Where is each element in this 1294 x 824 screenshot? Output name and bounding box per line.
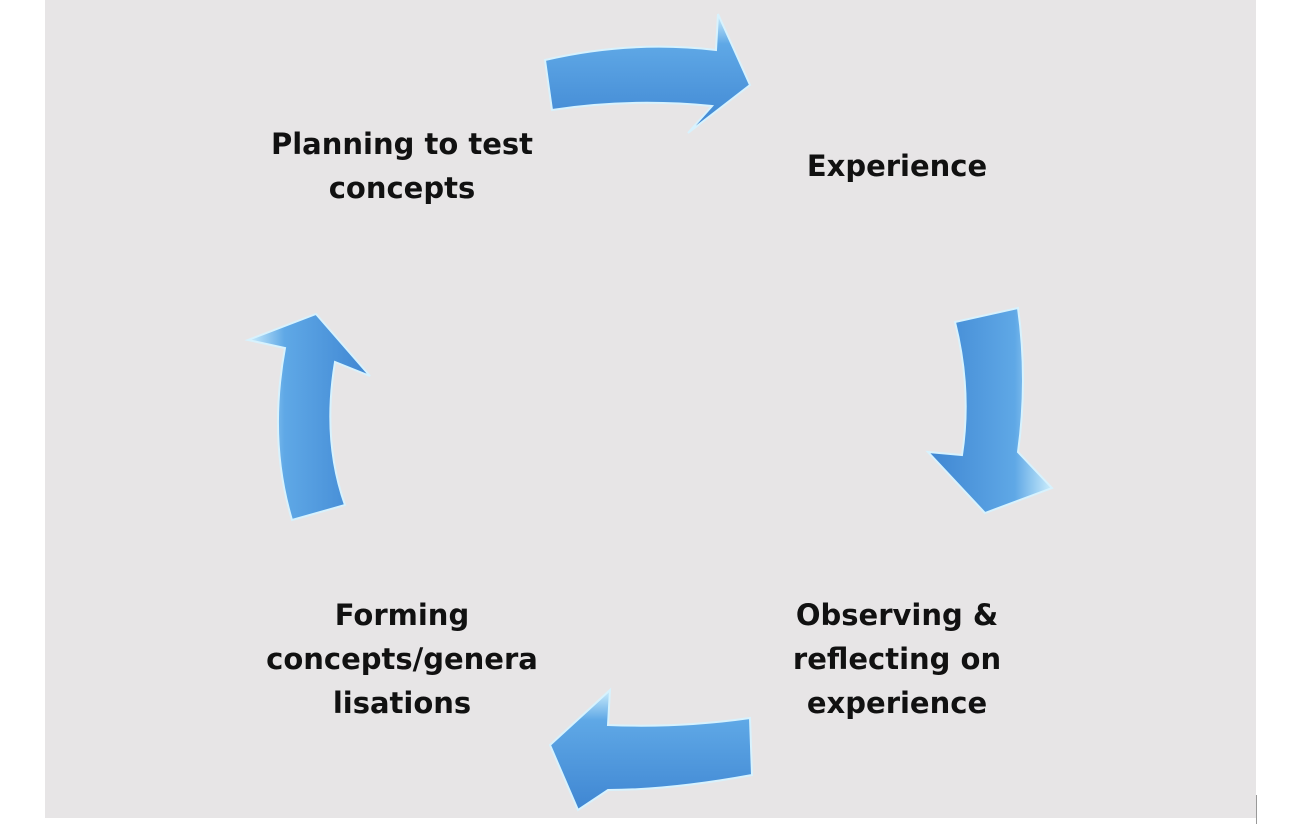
stage-label-line: Forming	[334, 598, 470, 632]
stage-label-line: experience	[806, 686, 988, 720]
stage-label-line: Observing &	[795, 598, 999, 632]
stage-label-line: Planning to test	[270, 127, 534, 161]
stage-forming-concepts: Forming concepts/genera lisations	[222, 593, 582, 725]
arrow-up-icon	[244, 312, 371, 522]
stage-label-line: Experience	[806, 149, 988, 183]
stage-label-line: reflecting on	[792, 642, 1002, 676]
arrow-down-icon	[925, 306, 1054, 515]
divider	[1256, 795, 1257, 824]
arrow-right-icon	[543, 13, 752, 134]
arrow-left-icon	[548, 687, 754, 812]
diagram-background	[45, 0, 1256, 818]
stage-label-line: concepts/genera	[266, 642, 538, 676]
stage-planning: Planning to test concepts	[222, 122, 582, 210]
stage-label-line: concepts	[328, 171, 476, 205]
stage-label-line: lisations	[332, 686, 472, 720]
stage-experience: Experience	[717, 144, 1077, 188]
stage-observing-reflecting: Observing & reflecting on experience	[717, 593, 1077, 725]
